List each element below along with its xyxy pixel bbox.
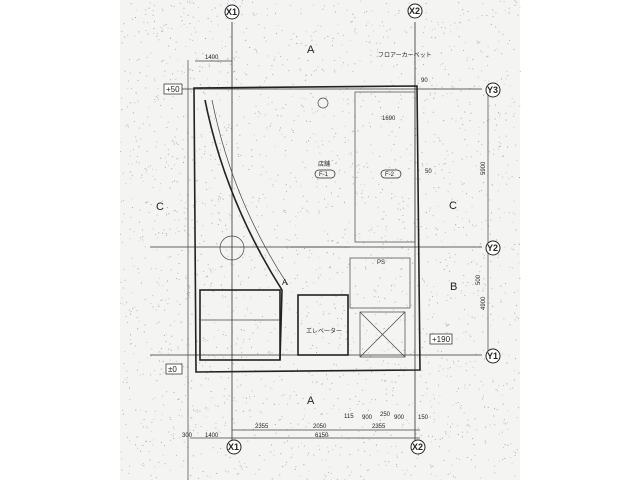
grid-bubble-x2-top: X2 (407, 3, 423, 19)
column-round (219, 235, 245, 261)
dim-top-right-gap: 90 (421, 78, 428, 84)
column-marker-icon (317, 97, 329, 109)
grid-bubble-y3: Y3 (485, 82, 501, 98)
shaft-box (359, 311, 406, 358)
svg-text:Y3: Y3 (487, 85, 498, 95)
section-mark-a-bottom: A (307, 395, 315, 407)
shaft-diag-2 (359, 311, 406, 358)
dim-bottom-small-2: 900 (362, 415, 373, 421)
exterior-wall (193, 85, 421, 373)
level-tag-right: +190 (429, 333, 453, 345)
svg-text:X1: X1 (228, 442, 239, 452)
elevator-shaft (297, 294, 349, 356)
dim-top-offset: 1400 (205, 55, 219, 61)
dim-bottom-small-1: 115 (344, 414, 354, 420)
svg-text:±0: ±0 (168, 365, 177, 374)
svg-text:F-1: F-1 (319, 172, 329, 178)
grid-bubble-y1: Y1 (485, 348, 501, 364)
section-mark-c-right: C (449, 200, 457, 212)
section-mark-a-inner: A (282, 278, 288, 287)
dim-right-gap: 50 (425, 169, 432, 175)
dim-bottom-total: 6150 (315, 433, 329, 439)
ps-label: PS (377, 260, 385, 266)
section-mark-c-left: C (156, 201, 164, 213)
note-top: フロアーカーペット (378, 52, 432, 59)
svg-text:X2: X2 (412, 442, 423, 452)
grid-bubble-x2-bottom: X2 (410, 439, 426, 455)
svg-text:Y1: Y1 (487, 351, 498, 361)
level-tag-top: +50 (163, 83, 183, 95)
stair-core (199, 289, 281, 361)
dim-right-span-2: 4900 (481, 296, 487, 310)
dim-bottom-left-edge: 300 (182, 433, 193, 439)
dim-right-small: 500 (476, 274, 482, 285)
paper-scan (120, 0, 520, 480)
ps-room (349, 257, 411, 309)
svg-text:+190: +190 (432, 335, 451, 344)
svg-text:Y2: Y2 (487, 243, 498, 253)
dim-bottom-small-5: 150 (418, 415, 429, 421)
room-tag-2: F-2 (380, 169, 402, 179)
elevator-label: エレベーター (306, 327, 342, 335)
upper-right-room (354, 91, 416, 243)
svg-text:X2: X2 (409, 6, 420, 16)
dim-bottom-small-3: 250 (380, 412, 391, 418)
level-tag-bottom: ±0 (165, 363, 183, 375)
dim-bottom-small-4: 900 (394, 415, 405, 421)
dim-bottom-left-offset: 1400 (205, 433, 219, 439)
svg-text:F-2: F-2 (385, 172, 395, 178)
curved-wall (204, 99, 283, 361)
grid-bubble-y2: Y2 (485, 240, 501, 256)
curved-wall-inner (211, 99, 289, 286)
section-mark-a-top: A (307, 44, 315, 56)
svg-text:X1: X1 (226, 7, 237, 17)
dim-inner-width: 1690 (382, 116, 396, 122)
room-tag-1: F-1 (314, 169, 336, 179)
grid-bubble-x1-top: X1 (224, 4, 240, 20)
section-mark-b: B (450, 281, 457, 293)
dim-bottom-left-1: 2355 (255, 424, 269, 430)
dim-right-span: 5900 (481, 161, 487, 175)
dim-bottom-mid: 2050 (313, 424, 327, 430)
dim-bottom-right-1: 2355 (372, 424, 386, 430)
room-name: 店舗 (318, 160, 330, 168)
svg-text:+50: +50 (166, 85, 180, 94)
grid-bubble-x1-bottom: X1 (226, 439, 242, 455)
